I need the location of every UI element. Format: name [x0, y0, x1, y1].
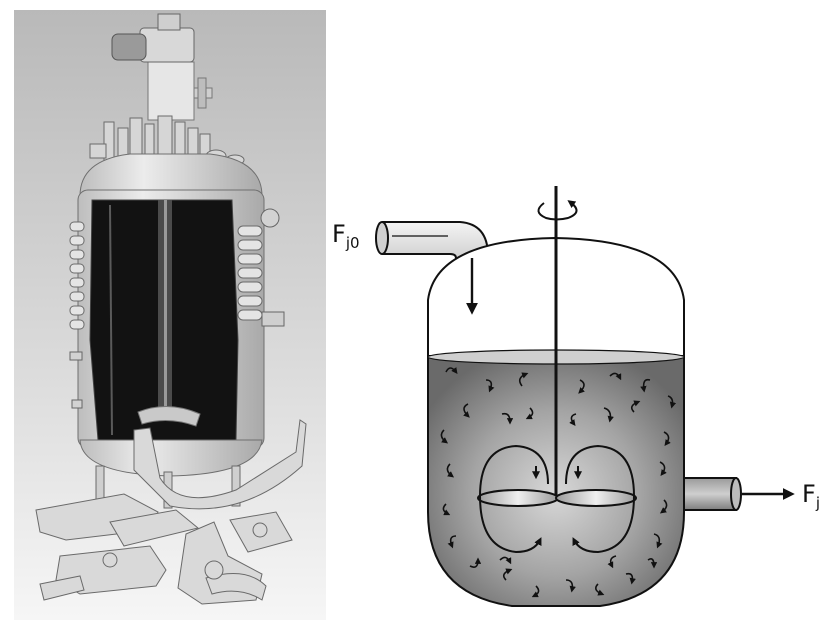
- side-flange: [261, 209, 279, 227]
- outlet-label: Fj: [802, 480, 820, 512]
- tank-schematic: Fj0 Fj: [332, 186, 820, 606]
- jacket-coils-right: [238, 226, 262, 320]
- inlet-label: Fj0: [332, 220, 360, 252]
- vessel-photo: [14, 10, 326, 620]
- outlet-pipe: [684, 478, 741, 510]
